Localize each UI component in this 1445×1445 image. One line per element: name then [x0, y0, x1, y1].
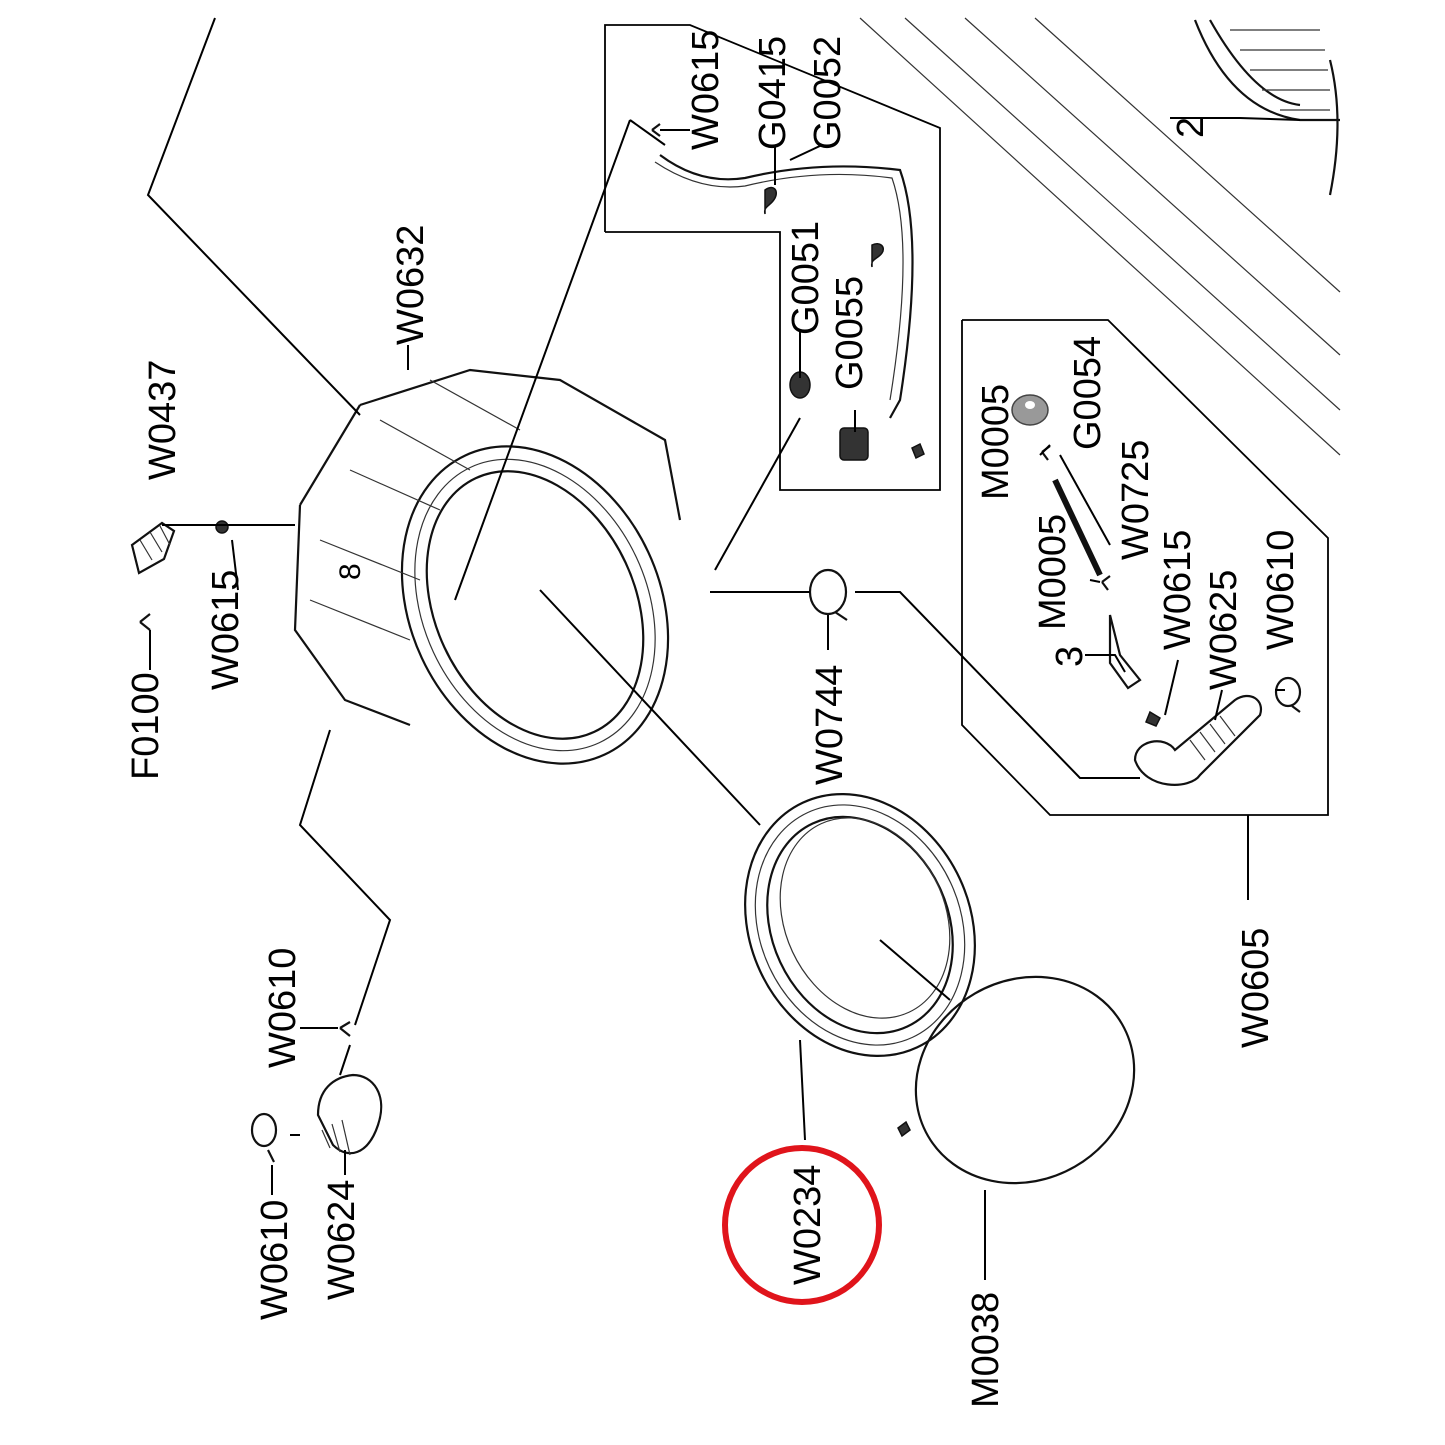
label-w0615-top: W0615: [685, 30, 727, 150]
hose-assembly-box: [604, 24, 941, 491]
label-w0632: W0632: [390, 225, 432, 345]
leader-lines: [146, 17, 1301, 1280]
drum-part-2: [1193, 19, 1340, 196]
drain-assembly-box: [961, 319, 1329, 816]
label-w0437: W0437: [142, 360, 184, 480]
label-w0624: W0624: [321, 1180, 363, 1300]
label-w0605: W0605: [1235, 928, 1277, 1048]
wire-ring: [897, 975, 1136, 1185]
label-g0051: G0051: [785, 221, 827, 335]
hose-parts: [651, 123, 925, 461]
label-g0055: G0055: [829, 276, 871, 390]
part-labels: W0615 G0415 G0052 2 W0632 G0051 G0055 W0…: [125, 30, 1302, 1408]
label-g0052: G0052: [807, 36, 849, 150]
label-w0625: W0625: [1203, 570, 1245, 690]
label-w0234: W0234: [787, 1165, 829, 1285]
highlight-circle: [722, 1145, 882, 1305]
door-seal-ring: [744, 793, 976, 1057]
label-m0005-mid: M0005: [1032, 514, 1074, 630]
label-w0615-left: W0615: [205, 570, 247, 690]
label-f0100: F0100: [125, 672, 167, 780]
label-w0610-right: W0610: [1260, 530, 1302, 650]
label-w0725: W0725: [1115, 440, 1157, 560]
label-m0038: M0038: [965, 1292, 1007, 1408]
label-2: 2: [1170, 117, 1212, 138]
label-3: 3: [1049, 646, 1091, 667]
svg-text:8: 8: [334, 563, 367, 580]
tub-assembly: 8: [293, 368, 682, 765]
frame-lines: [859, 17, 1341, 456]
label-g0054: G0054: [1067, 336, 1109, 450]
label-w0610-left-top: W0610: [262, 948, 304, 1068]
label-m0005-top: M0005: [975, 384, 1017, 500]
label-w0610-left-bottom: W0610: [254, 1200, 296, 1320]
label-w0744: W0744: [809, 665, 851, 785]
label-w0615-right: W0615: [1157, 530, 1199, 650]
clamp-w0744: [808, 568, 848, 621]
label-g0415: G0415: [752, 36, 794, 150]
